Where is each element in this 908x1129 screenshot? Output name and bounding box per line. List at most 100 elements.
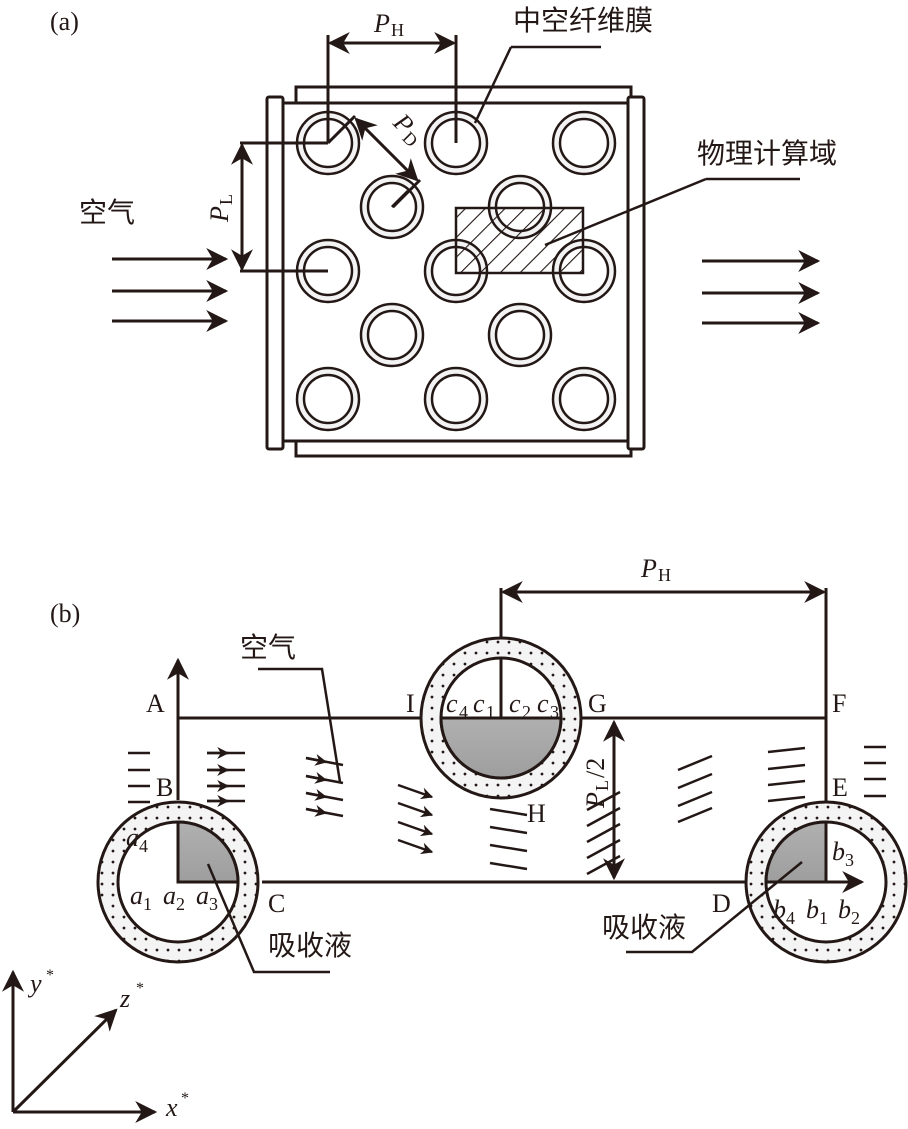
boundary-label-b3: b xyxy=(832,837,845,866)
outlet-air-arrows xyxy=(702,250,821,334)
fiber-right xyxy=(744,800,908,964)
absorbent-region-left xyxy=(176,820,240,884)
boundary-label-a2: a xyxy=(163,881,176,910)
flow-arrow xyxy=(397,820,434,837)
boundary-label-a1: a xyxy=(130,881,143,910)
boundary-sub-b4: 4 xyxy=(786,908,795,928)
absorbent-label-right: 吸收液 xyxy=(602,911,686,944)
domain-label: 物理计算域 xyxy=(697,137,837,170)
boundary-sub-a2: 2 xyxy=(176,894,185,914)
pitch-h-main: P xyxy=(373,9,390,38)
flow-line xyxy=(586,838,621,860)
z-axis-sup: * xyxy=(136,980,144,997)
absorbent-leader-left xyxy=(206,863,330,974)
air-label-a: 空气 xyxy=(79,196,135,229)
y-axis-label: y xyxy=(27,969,42,998)
air-flow-marks xyxy=(128,745,886,876)
flow-line xyxy=(489,825,528,835)
computational-domain-box xyxy=(454,206,585,275)
boundary-sub-b3: 3 xyxy=(845,850,854,870)
flow-arrow xyxy=(397,801,434,818)
boundary-label-c3: c xyxy=(537,689,549,718)
hollow-fiber xyxy=(295,366,361,432)
domain-leader-line-diag xyxy=(544,177,707,247)
absorbent-region-right xyxy=(764,820,828,884)
pitch-h-dimension: P H xyxy=(326,9,458,143)
point-i: I xyxy=(406,689,415,718)
membrane-label: 中空纤维膜 xyxy=(513,4,653,37)
x-axis-label: x xyxy=(165,1093,178,1122)
point-a: A xyxy=(146,689,165,718)
pitch-h-sub: H xyxy=(391,20,404,40)
point-g: G xyxy=(588,689,607,718)
hollow-fiber xyxy=(551,366,617,432)
point-d: D xyxy=(712,889,731,918)
pitch-h-main-b: P xyxy=(640,554,657,583)
flow-line xyxy=(767,795,806,803)
point-c: C xyxy=(268,889,285,918)
flow-line xyxy=(489,861,528,871)
half-pitch-l-main: P xyxy=(581,792,610,809)
flow-arrow xyxy=(305,753,328,766)
membrane-leader-line-diag xyxy=(473,46,513,124)
hollow-fiber xyxy=(551,110,617,176)
flow-line xyxy=(586,790,621,812)
boundary-sub-a4: 4 xyxy=(139,836,148,856)
point-e: E xyxy=(832,773,848,802)
x-axis-sup: * xyxy=(181,1090,189,1107)
half-pitch-l-suffix: /2 xyxy=(581,758,610,778)
panel-b: (b) P H P L /2 xyxy=(50,554,908,974)
inlet-air-arrows xyxy=(112,248,229,332)
hollow-fiber xyxy=(487,302,553,368)
boundary-label-c1: c xyxy=(473,689,485,718)
flow-arrow xyxy=(305,771,328,784)
left-side-plate xyxy=(265,95,285,451)
flow-arrow xyxy=(305,804,328,817)
flow-arrow xyxy=(305,788,328,801)
hollow-fiber xyxy=(359,302,425,368)
air-label-b: 空气 xyxy=(240,631,296,664)
absorbent-label-left: 吸收液 xyxy=(268,929,352,962)
flow-line xyxy=(586,806,621,828)
flow-line xyxy=(767,779,806,787)
pitch-l-sub: L xyxy=(216,194,236,205)
flow-line xyxy=(767,763,806,771)
flow-line xyxy=(677,790,713,808)
fiber-array xyxy=(295,110,617,432)
pitch-h-sub-b: H xyxy=(658,565,671,585)
point-h: H xyxy=(527,799,546,828)
right-side-plate xyxy=(626,95,646,451)
flow-line xyxy=(677,772,713,790)
panel-b-label: (b) xyxy=(50,599,80,628)
absorbent-region-middle xyxy=(439,716,563,780)
boundary-sub-b2: 2 xyxy=(851,908,860,928)
point-f: F xyxy=(832,689,846,718)
pitch-l-dimension: P L xyxy=(205,141,328,273)
flow-line xyxy=(677,806,713,824)
boundary-sub-a1: 1 xyxy=(143,894,152,914)
flow-line xyxy=(586,822,621,844)
absorbent-leader-right xyxy=(626,861,803,954)
boundary-sub-a3: 3 xyxy=(209,894,218,914)
boundary-sub-c3: 3 xyxy=(550,702,559,722)
flow-line xyxy=(677,754,713,772)
flow-line xyxy=(586,854,621,876)
boundary-label-b2: b xyxy=(838,895,851,924)
flow-line xyxy=(767,746,806,754)
coordinate-axes: y * z * x * xyxy=(1,967,189,1123)
y-axis-sup: * xyxy=(46,967,54,984)
flow-line xyxy=(489,843,528,853)
panel-a-label: (a) xyxy=(50,7,79,36)
boundary-label-b4: b xyxy=(773,895,786,924)
fiber-middle xyxy=(419,636,583,800)
boundary-label-b1: b xyxy=(806,895,819,924)
top-header-plate xyxy=(294,85,633,105)
point-b: B xyxy=(156,773,173,802)
boundary-label-c2: c xyxy=(509,689,521,718)
boundary-sub-c1: 1 xyxy=(486,702,495,722)
hollow-fiber xyxy=(423,366,489,432)
boundary-label-c4: c xyxy=(446,689,458,718)
fiber-left xyxy=(96,800,260,964)
